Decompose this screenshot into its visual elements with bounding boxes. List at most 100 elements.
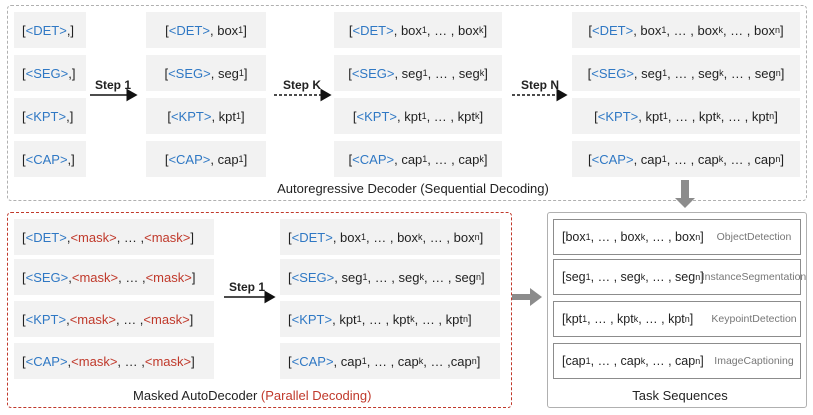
sequence-text: [ (22, 269, 26, 285)
subscript: 1 (662, 111, 668, 121)
sequence-text: , … , cap (645, 354, 696, 368)
sequence-text: , kpt (638, 108, 663, 124)
subscript: k (716, 111, 721, 121)
sequence-text: [ (587, 65, 592, 81)
sequence-text: [ (22, 229, 26, 245)
sequence-text: ,] (66, 108, 74, 124)
sequence-text: , kpt (332, 311, 357, 327)
sequence-text: , … , kpt (426, 108, 475, 124)
subscript: 1 (236, 111, 242, 121)
sequence-text: [kpt (562, 312, 583, 326)
sequence-text: , … , kpt (414, 311, 463, 327)
sequence-text: [ (164, 65, 169, 81)
task-token: <KPT> (597, 108, 639, 124)
sequence-text: ] (479, 229, 484, 245)
masked-caption-highlight: (Parallel Decoding) (260, 388, 372, 403)
sequence-text: ] (779, 22, 784, 38)
sequence-text: ,] (66, 22, 75, 38)
sequence-text: [ (22, 151, 26, 167)
sequence-text: [ (348, 65, 352, 81)
subscript: 1 (238, 25, 244, 35)
subscript: 1 (422, 68, 428, 78)
task-token: <KPT> (170, 108, 212, 124)
subscript: 1 (238, 154, 244, 164)
sequence-text: [ (165, 22, 169, 38)
task-token: <DET> (25, 229, 67, 245)
task-label-line-2: Captioning (743, 355, 794, 367)
mask-token: <mask> (144, 353, 192, 369)
autoregressive-decoder-frame (7, 5, 807, 201)
sequence-text: , … , box (722, 22, 775, 38)
sequence-text: , … , kpt (361, 311, 411, 327)
sequence-text: , … , cap (366, 353, 419, 369)
subscript: 1 (585, 272, 591, 282)
task-token: <SEG> (25, 269, 69, 285)
ar-step-1-label: Step 1 (94, 78, 131, 92)
subscript: 1 (422, 154, 428, 164)
ar-cell: [<CAP>,] (14, 141, 86, 177)
sequence-text: , … , box (426, 22, 479, 38)
sequence-text: ] (190, 229, 195, 245)
sequence-text: , (66, 229, 71, 245)
sequence-text: , … ,cap (423, 353, 472, 369)
subscript: 1 (361, 356, 367, 366)
ar-step-k-label: Step K (282, 78, 321, 92)
task-token: <KPT> (356, 108, 397, 124)
masked-cell: [<SEG>, <mask>, … , <mask>] (14, 259, 214, 295)
sequence-text: ,] (68, 65, 76, 81)
sequence-text: ] (774, 108, 778, 124)
task-label-line-1: Keypoint (711, 313, 753, 325)
mask-token: <mask> (69, 311, 116, 327)
task-sequences-caption: Task Sequences (632, 388, 728, 403)
sequence-text: , cap (633, 151, 662, 167)
sequence-text: ] (468, 311, 472, 327)
sequence-text: , cap (333, 353, 362, 369)
sequence-text: , box (209, 22, 239, 38)
subscript: n (775, 68, 781, 78)
sequence-text: ] (189, 311, 194, 327)
sequence-text: , … , box (645, 230, 696, 244)
sequence-text: , … , seg (723, 65, 776, 81)
task-token: <CAP> (168, 151, 211, 167)
subscript: k (419, 272, 425, 282)
task-token: <SEG> (591, 65, 634, 81)
ar-cell: [<DET>,] (14, 12, 86, 48)
masked-cell: [<KPT>, <mask>, … , <mask>] (14, 301, 214, 337)
task-token: <CAP> (25, 353, 68, 369)
sequence-text: , … , seg (667, 65, 720, 81)
sequence-text: [ (288, 269, 292, 285)
ar-step-n-label: Step N (520, 78, 559, 92)
sequence-text: , box (633, 22, 662, 38)
sequence-text: , … , kpt (667, 108, 717, 124)
sequence-text: , … , cap (666, 151, 719, 167)
sequence-text: , seg (633, 65, 663, 81)
subscript: 1 (585, 356, 591, 366)
task-token: <DET> (25, 22, 67, 38)
subscript: k (418, 356, 424, 366)
subscript: n (774, 25, 780, 35)
subscript: k (719, 68, 724, 78)
sequence-text: , … , (116, 229, 145, 245)
sequence-text: ] (700, 270, 704, 284)
task-token: <DET> (291, 229, 333, 245)
sequence-text: [ (288, 311, 292, 327)
task-token: <SEG> (168, 65, 211, 81)
subscript: 1 (662, 68, 668, 78)
sequence-text: , seg (394, 65, 423, 81)
subscript: 1 (421, 25, 427, 35)
right-arrow (512, 288, 542, 306)
